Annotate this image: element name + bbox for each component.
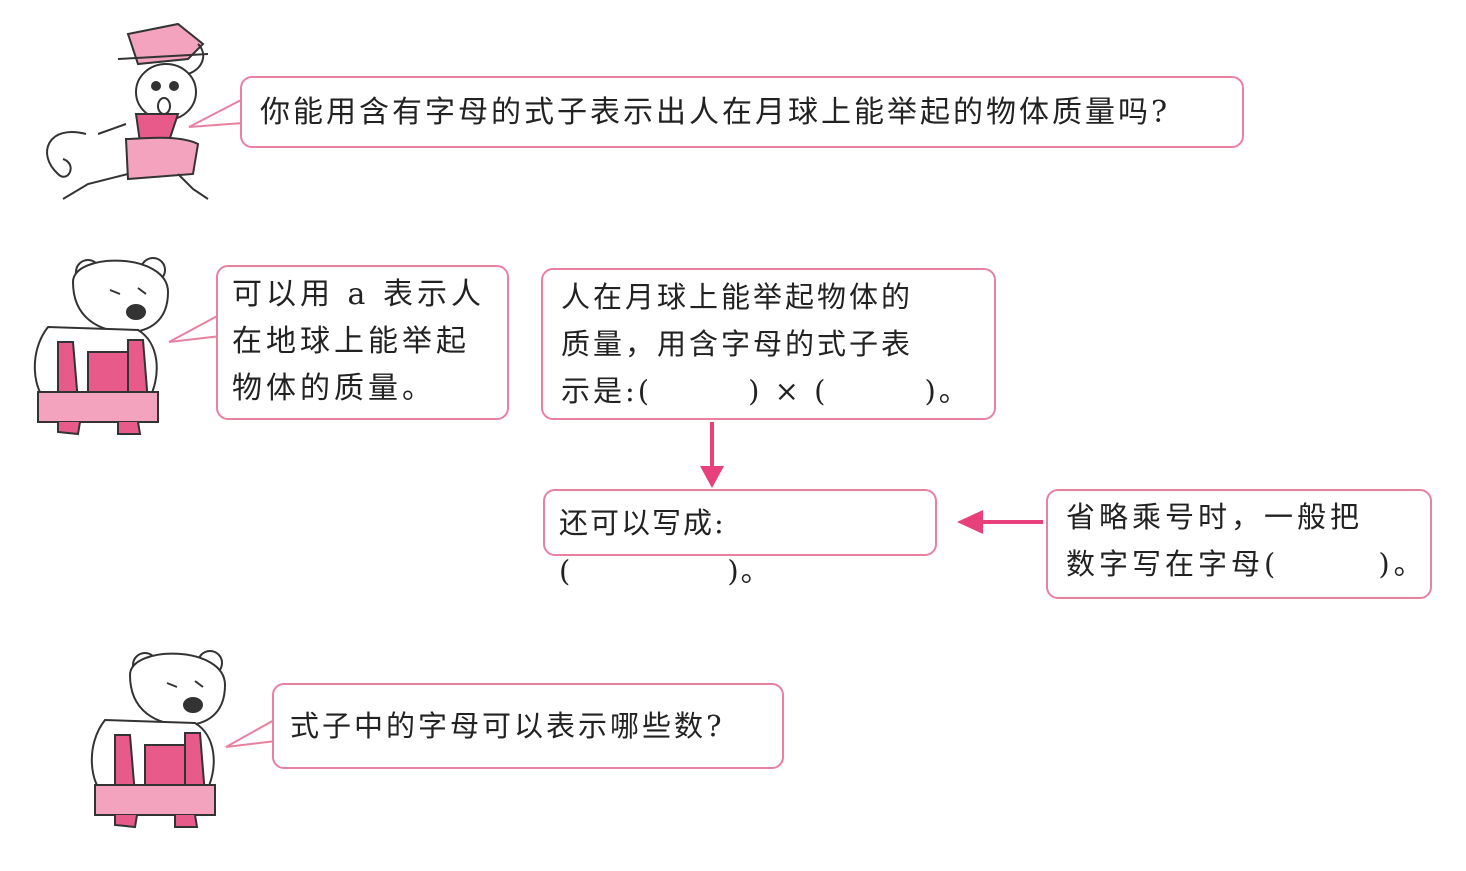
down-arrow-icon: [700, 422, 724, 488]
bear-note-line-3: 物体的质量。: [232, 371, 436, 406]
bear-icon: [90, 650, 227, 829]
speech-bubble-tail: [188, 98, 244, 128]
omit-rule-line-1: 省略乘号时，一般把: [1066, 500, 1364, 534]
bear-note-line-2: 在地球上能举起: [232, 324, 470, 359]
speech-bubble-tail: [168, 313, 222, 343]
speech-bubble-tail: [225, 718, 277, 748]
moon-mass-line-2: 质量，用含字母的式子表: [561, 327, 914, 361]
moon-mass-line-3: 示是:( ) × ( )。: [561, 374, 971, 408]
monkey-question-bubble: 你能用含有字母的式子表示出人在月球上能举起的物体质量吗?: [240, 76, 1244, 148]
bear-question-bubble: 式子中的字母可以表示哪些数?: [272, 683, 784, 769]
bear-question-text: 式子中的字母可以表示哪些数?: [290, 709, 725, 743]
also-write-bubble: 还可以写成:( )。: [543, 489, 937, 588]
bear-note-bubble: 可以用 a 表示人 在地球上能举起 物体的质量。: [216, 265, 509, 420]
bear-note-line-1: 可以用 a 表示人: [232, 277, 485, 312]
omit-rule-bubble: 省略乘号时，一般把 数字写在字母( )。: [1046, 489, 1432, 599]
moon-mass-bubble: 人在月球上能举起物体的 质量，用含字母的式子表 示是:( ) × ( )。: [541, 268, 996, 420]
bear-icon: [33, 257, 170, 436]
left-arrow-icon: [957, 510, 1043, 534]
also-write-text: 还可以写成:( )。: [559, 506, 772, 588]
moon-mass-line-1: 人在月球上能举起物体的: [561, 280, 914, 314]
omit-rule-line-2: 数字写在字母( )。: [1066, 547, 1427, 581]
monkey-icon: [46, 22, 209, 200]
monkey-question-text: 你能用含有字母的式子表示出人在月球上能举起的物体质量吗?: [260, 95, 1171, 130]
